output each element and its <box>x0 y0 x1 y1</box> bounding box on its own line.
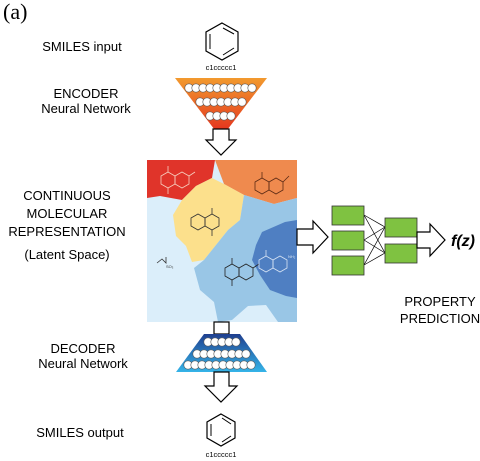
molecule-yellow-icon <box>190 208 220 236</box>
encoder-label-line1: ENCODER <box>53 86 118 101</box>
molecule-small-icon <box>156 257 167 264</box>
property-label-line1: PROPERTY <box>404 294 476 309</box>
smiles-input-string: c1ccccc1 <box>206 63 237 72</box>
molecule-blue-icon <box>224 258 260 286</box>
molecule-darkblue-icon <box>258 250 288 273</box>
decoder-network <box>176 334 267 372</box>
fz-output-label: f(z) <box>451 233 475 250</box>
benzene-output-icon <box>206 413 236 447</box>
panel-label: (a) <box>3 0 27 24</box>
latent-label-line1: CONTINUOUS <box>23 188 111 203</box>
property-predictor-network <box>331 205 418 276</box>
smiles-input-label: SMILES input <box>42 39 122 54</box>
latent-label-line2: MOLECULAR <box>27 206 108 221</box>
so3-label: SO₃ <box>166 264 174 269</box>
predictor-output-arrow-icon <box>416 222 446 258</box>
decoder-label-line2: Neural Network <box>38 356 128 371</box>
smiles-output-label: SMILES output <box>36 425 124 440</box>
smiles-output-string: c1ccccc1 <box>206 450 237 459</box>
encoder-network <box>175 78 267 138</box>
decoder-arrow-icon <box>203 371 239 403</box>
latent-space-map <box>147 160 297 322</box>
nh2-label: NH₂ <box>288 254 296 259</box>
encoder-arrow-icon <box>204 128 238 156</box>
benzene-input-icon <box>205 22 239 61</box>
latent-label-line3: REPRESENTATION <box>8 224 125 239</box>
decoder-label-line1: DECODER <box>50 341 115 356</box>
latent-to-predictor-arrow-icon <box>296 219 329 255</box>
molecule-red-icon <box>160 166 196 194</box>
latent-label-line4: (Latent Space) <box>24 247 109 262</box>
molecule-orange-icon <box>254 172 290 195</box>
property-label-line2: PREDICTION <box>400 311 480 326</box>
decoder-input-stub <box>213 321 230 335</box>
encoder-label-line2: Neural Network <box>41 101 131 116</box>
